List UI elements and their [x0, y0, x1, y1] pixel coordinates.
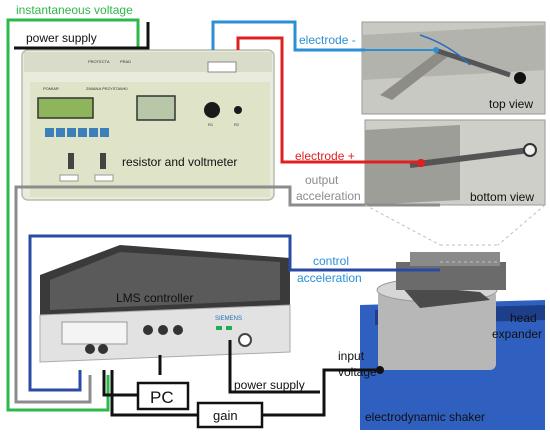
electrode-minus-line [211, 20, 365, 52]
svg-text:R1: R1 [208, 122, 214, 127]
label-electrode-minus: electrode - [299, 33, 356, 47]
label-output: output [305, 173, 339, 187]
svg-text:ZMIANA PRZYSTAWKI: ZMIANA PRZYSTAWKI [86, 86, 128, 91]
button-row [45, 128, 109, 137]
svg-text:PRAD: PRAD [120, 59, 131, 64]
svg-text:POMIAR: POMIAR [43, 86, 59, 91]
label-voltage: voltage [338, 365, 377, 379]
electrodynamic-shaker-device [360, 252, 545, 430]
label-head: head [510, 311, 537, 325]
label-acceleration-output: acceleration [296, 189, 361, 203]
label-top-view: top view [489, 97, 533, 111]
label-control: control [313, 254, 349, 268]
lms-controller-device: SIEMENS [39, 245, 291, 363]
lcd-display-left [37, 97, 94, 119]
label-gain: gain [213, 408, 238, 423]
label-acceleration-control: acceleration [297, 271, 362, 285]
label-electrode-plus: electrode + [295, 149, 355, 163]
label-expander: expander [492, 327, 542, 341]
knob-r2 [234, 106, 242, 114]
instantaneous-voltage-line [6, 18, 140, 412]
bottom-view-photo [364, 119, 546, 206]
output-acceleration-line [14, 185, 440, 404]
label-instantaneous-voltage: instantaneous voltage [16, 3, 133, 17]
resistor-voltmeter-device: PROTECTA PRAD POMIAR ZMIANA PRZYSTAWKI R… [21, 49, 275, 201]
svg-text:R2: R2 [234, 122, 240, 127]
label-lms-controller: LMS controller [116, 291, 193, 305]
label-power-supply-top: power supply [26, 31, 97, 45]
label-electrodynamic-shaker: electrodynamic shaker [365, 410, 485, 424]
top-view-photo [361, 21, 546, 115]
svg-text:SIEMENS: SIEMENS [215, 316, 242, 322]
control-acceleration-line [28, 234, 440, 392]
pc-box [136, 381, 190, 411]
bottom-black-lines [102, 340, 380, 417]
lcd-display-right [136, 95, 176, 121]
gain-box [196, 401, 264, 429]
guide-dashed-lines [364, 204, 546, 263]
label-input: input [338, 349, 365, 363]
label-pc: PC [150, 388, 174, 407]
knob-r1 [204, 102, 220, 118]
electrode-plus-line [236, 36, 420, 164]
label-resistor-voltmeter: resistor and voltmeter [122, 155, 237, 169]
svg-text:PROTECTA: PROTECTA [88, 59, 110, 64]
label-power-supply-bottom: power supply [234, 378, 305, 392]
label-bottom-view: bottom view [470, 190, 534, 204]
power-supply-top-line [14, 22, 150, 50]
